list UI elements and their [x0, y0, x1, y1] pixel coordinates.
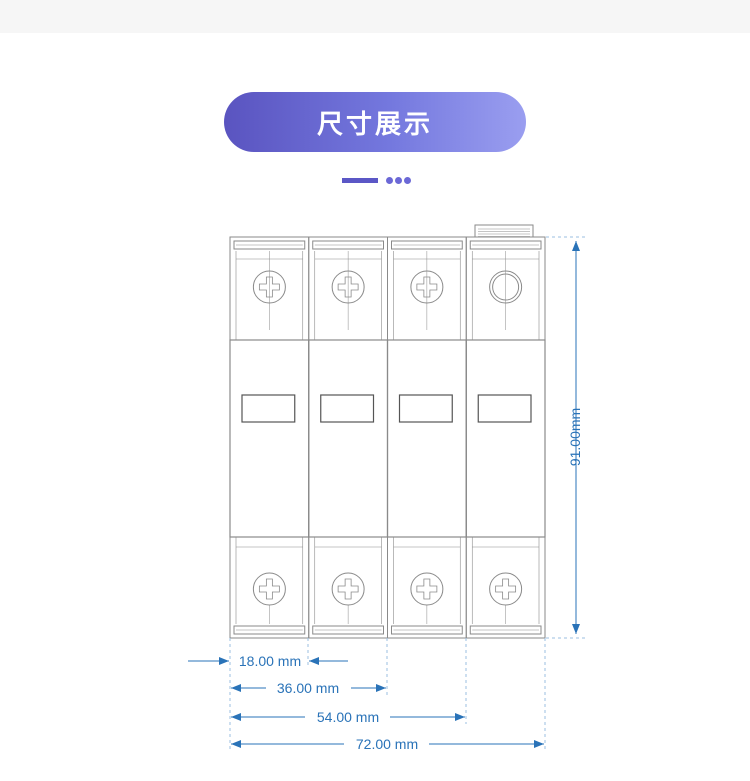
surge-protector-device	[229, 224, 546, 639]
top-rail	[469, 240, 542, 250]
width-72-label: 72.00 mm	[356, 736, 418, 752]
status-window	[398, 394, 453, 423]
bottom-screw	[331, 572, 365, 606]
top-screw	[252, 270, 286, 304]
screw-slot	[258, 578, 280, 600]
width-18-label: 18.00 mm	[239, 653, 301, 669]
pole-body	[229, 339, 310, 538]
screw-slot	[416, 276, 438, 298]
bottom-rail	[312, 625, 384, 635]
top-rail	[312, 240, 384, 250]
top-band	[0, 0, 750, 33]
status-window	[320, 394, 375, 423]
title-divider-bar	[342, 178, 378, 183]
top-screw	[410, 270, 444, 304]
pole-body	[465, 339, 546, 538]
pole-body	[386, 339, 467, 538]
height-label: 91.00mm	[567, 408, 583, 466]
screw-slot	[337, 276, 359, 298]
status-window	[477, 394, 532, 423]
pole-body	[308, 339, 389, 538]
bottom-rail	[233, 625, 306, 635]
bottom-rail	[391, 625, 463, 635]
screw-slot	[416, 578, 438, 600]
status-window	[241, 394, 296, 423]
screw-slot	[337, 578, 359, 600]
section-title: 尺寸展示	[224, 92, 526, 152]
width-54-label: 54.00 mm	[317, 709, 379, 725]
top-tab	[474, 224, 534, 238]
bottom-screw	[489, 572, 523, 606]
screw-slot	[495, 578, 517, 600]
top-rail	[233, 240, 306, 250]
title-divider-dot	[395, 177, 402, 184]
title-divider-dot	[386, 177, 393, 184]
indicator-window-inner	[492, 273, 520, 301]
top-screw	[331, 270, 365, 304]
bottom-rail	[469, 625, 542, 635]
dimension-lines	[188, 236, 586, 752]
screw-slot	[258, 276, 280, 298]
top-rail	[391, 240, 463, 250]
title-divider-dot	[404, 177, 411, 184]
width-36-label: 36.00 mm	[277, 680, 339, 696]
bottom-screw	[410, 572, 444, 606]
indicator-window	[489, 270, 523, 304]
bottom-screw	[252, 572, 286, 606]
